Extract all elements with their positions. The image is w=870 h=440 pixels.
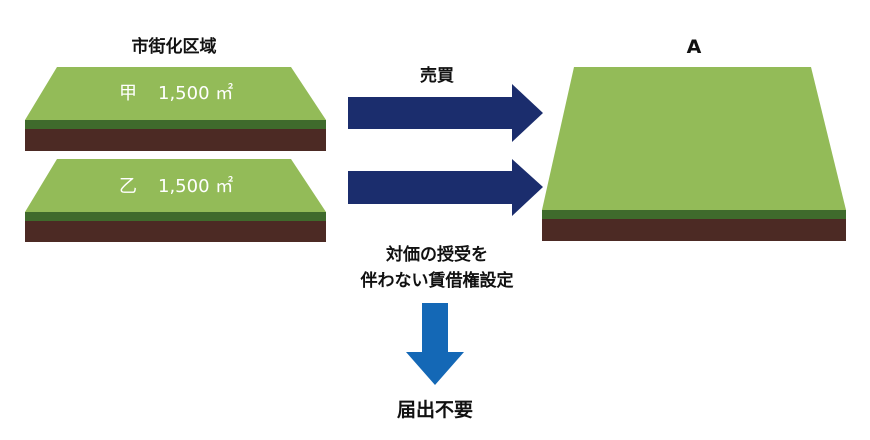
parcel-otsu-top — [25, 159, 326, 212]
parcel-kou-band — [25, 120, 326, 129]
parcel-kou-area: 1,500 ㎡ — [158, 82, 233, 104]
transaction-arrow-top — [348, 84, 543, 142]
note-line-1: 対価の授受を — [385, 244, 488, 265]
parcel-kou: 甲 1,500 ㎡ — [25, 67, 326, 151]
parcel-kou-soil — [25, 129, 326, 151]
parcel-otsu: 乙 1,500 ㎡ — [25, 159, 326, 242]
down-arrow — [406, 303, 464, 385]
conclusion-label: 届出不要 — [397, 398, 473, 421]
parcel-a-soil — [542, 219, 846, 241]
parcel-a — [542, 67, 846, 241]
transaction-arrow-bottom — [348, 159, 543, 216]
parcel-otsu-band — [25, 212, 326, 221]
result-parcel-name: A — [687, 36, 702, 58]
parcel-a-top — [542, 67, 846, 210]
parcel-otsu-area: 1,500 ㎡ — [158, 175, 233, 197]
note-line-2: 伴わない賃借権設定 — [360, 270, 514, 291]
parcel-a-band — [542, 210, 846, 219]
parcel-otsu-name: 乙 — [119, 176, 137, 197]
parcel-kou-name: 甲 — [119, 83, 137, 104]
region-title: 市街化区域 — [132, 36, 217, 57]
transaction-label: 売買 — [420, 65, 454, 86]
parcel-otsu-soil — [25, 221, 326, 242]
parcel-kou-top — [25, 67, 326, 120]
